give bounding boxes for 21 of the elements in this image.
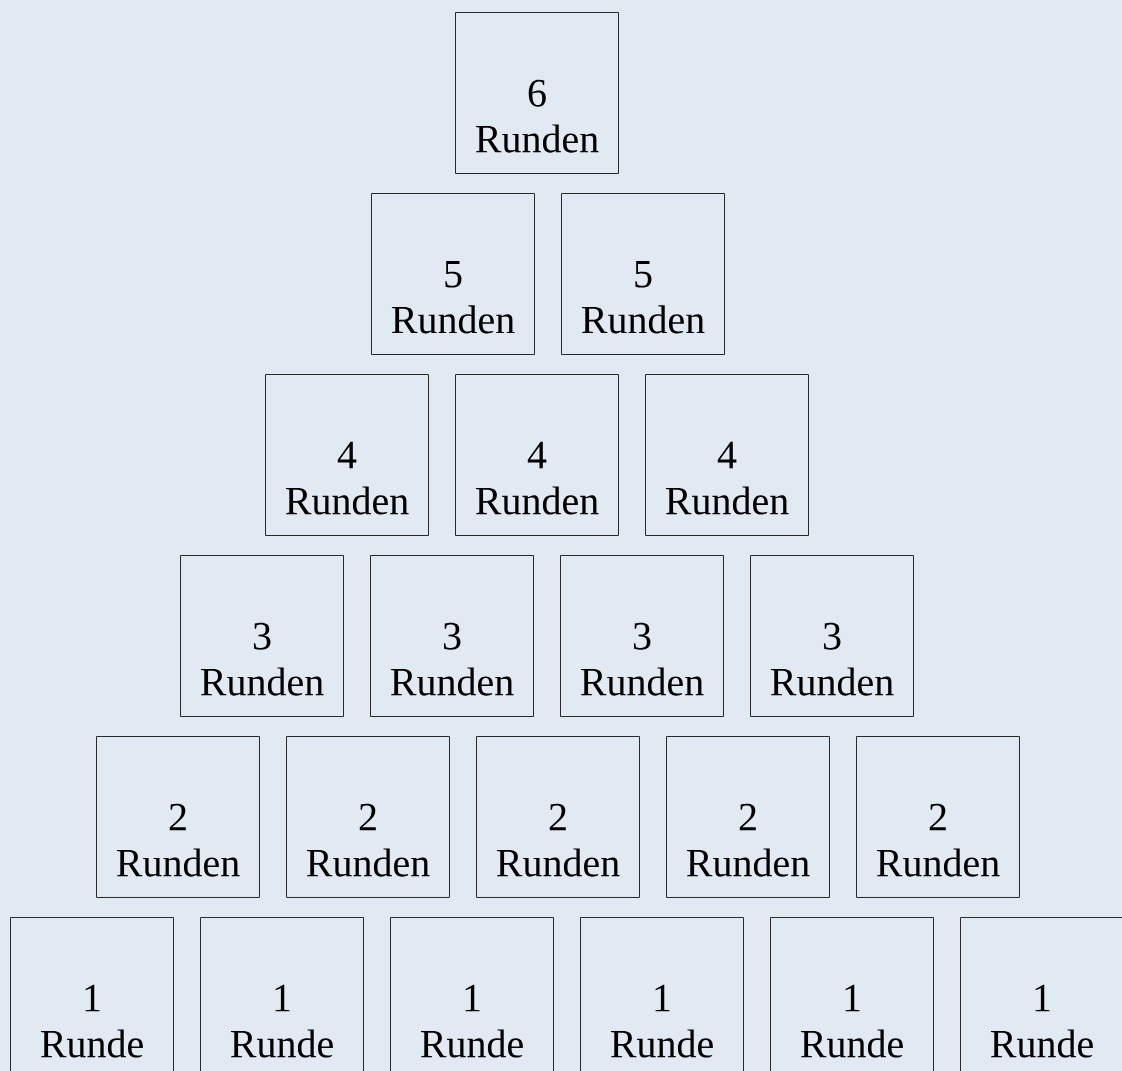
round-box: 2 Runden — [856, 736, 1020, 898]
round-box: 5 Runden — [371, 193, 535, 355]
round-box: 6 Runden — [455, 12, 619, 174]
round-box: 1 Runde — [390, 917, 554, 1071]
round-box: 4 Runden — [265, 374, 429, 536]
round-box: 1 Runde — [10, 917, 174, 1071]
round-box: 3 Runden — [180, 555, 344, 717]
round-box: 2 Runden — [286, 736, 450, 898]
round-box: 1 Runde — [580, 917, 744, 1071]
round-box: 2 Runden — [476, 736, 640, 898]
round-box: 3 Runden — [370, 555, 534, 717]
round-box: 4 Runden — [455, 374, 619, 536]
round-box: 2 Runden — [666, 736, 830, 898]
round-box: 3 Runden — [560, 555, 724, 717]
round-box: 1 Runde — [960, 917, 1122, 1071]
round-box: 4 Runden — [645, 374, 809, 536]
round-box: 2 Runden — [96, 736, 260, 898]
round-box: 1 Runde — [770, 917, 934, 1071]
round-box: 1 Runde — [200, 917, 364, 1071]
round-box: 3 Runden — [750, 555, 914, 717]
round-box: 5 Runden — [561, 193, 725, 355]
